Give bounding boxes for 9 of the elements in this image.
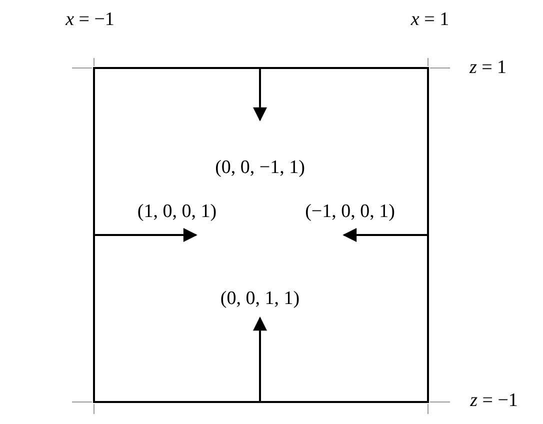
vector-label: (−1, 0, 0, 1) [305, 201, 395, 223]
boundary-label: z = 1 [469, 57, 507, 79]
boundary-label: x = 1 [410, 9, 450, 31]
vector-label: (0, 0, 1, 1) [220, 288, 300, 310]
boundary-label: z = −1 [470, 390, 518, 412]
boundary-label: x = −1 [66, 9, 114, 31]
vector-label: (0, 0, −1, 1) [215, 157, 305, 179]
square-domain [93, 67, 429, 403]
vector-label: (1, 0, 0, 1) [137, 201, 217, 223]
